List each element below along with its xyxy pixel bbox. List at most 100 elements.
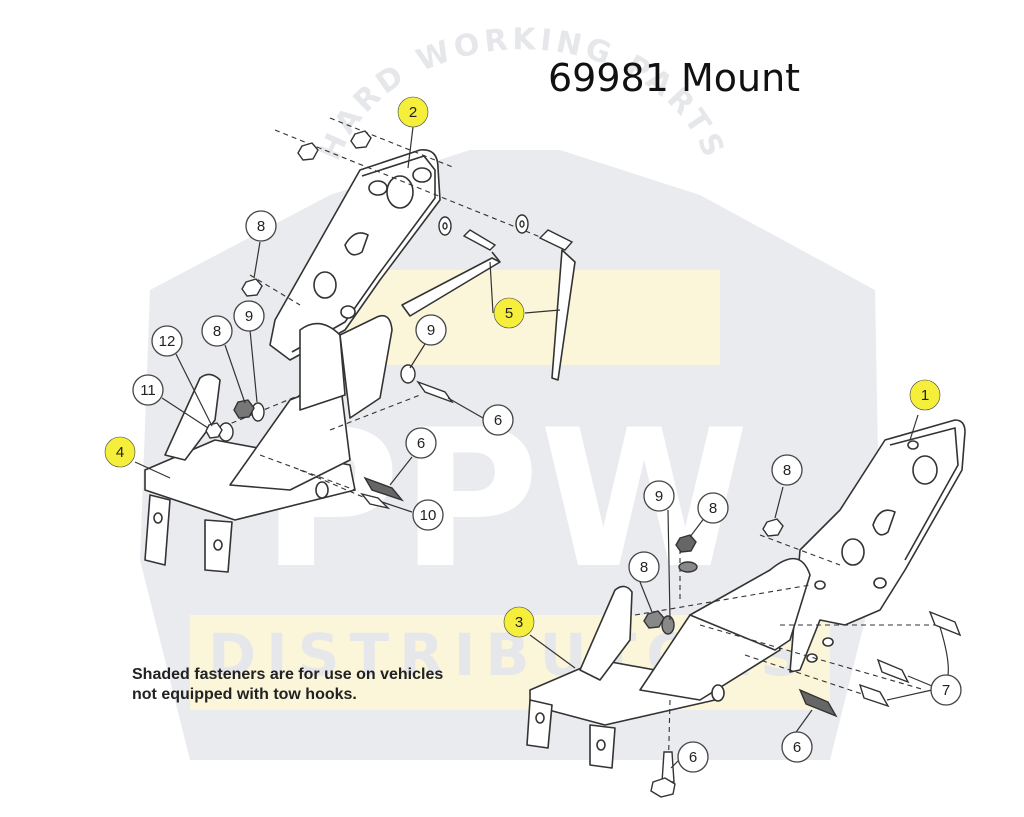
callout-c10: 10 bbox=[412, 499, 444, 531]
bracket-4-flange bbox=[339, 314, 393, 419]
callout-c9a: 9 bbox=[233, 300, 265, 332]
washer-hole bbox=[442, 222, 448, 230]
callout-c6b: 6 bbox=[405, 427, 437, 459]
callout-label: 8 bbox=[709, 500, 717, 517]
callout-label: 9 bbox=[245, 308, 253, 325]
callout-c8d: 8 bbox=[697, 492, 729, 524]
assembly-lines bbox=[214, 117, 935, 781]
plate-2-hole-1 bbox=[368, 180, 388, 196]
nut-shaded-icon bbox=[233, 399, 255, 419]
callout-c8a: 8 bbox=[245, 210, 277, 242]
callout-label: 5 bbox=[505, 305, 513, 322]
pin-icon bbox=[462, 229, 497, 251]
bolt-head-icon bbox=[650, 777, 676, 798]
callout-circle bbox=[628, 551, 660, 583]
callout-c6a: 6 bbox=[482, 404, 514, 436]
bracket-3-web bbox=[689, 557, 811, 651]
callout-label: 6 bbox=[417, 435, 425, 452]
callout-c4: 4 bbox=[104, 436, 136, 468]
callout-circle bbox=[909, 379, 941, 411]
leader-lines bbox=[134, 126, 949, 769]
washer-icon bbox=[251, 402, 265, 422]
callout-label: 8 bbox=[783, 462, 791, 479]
plate-1-hole-4 bbox=[873, 577, 887, 589]
plate-1-hole-6 bbox=[822, 637, 834, 647]
plate-1-hole-2 bbox=[907, 440, 919, 450]
callout-circle bbox=[643, 480, 675, 512]
bolt-icon bbox=[858, 683, 890, 708]
callout-label: 8 bbox=[640, 559, 648, 576]
callout-circle bbox=[415, 314, 447, 346]
callout-label: 12 bbox=[159, 333, 176, 350]
callout-c11: 11 bbox=[132, 374, 164, 406]
bolt-icon bbox=[360, 492, 391, 510]
callout-c12: 12 bbox=[151, 325, 183, 357]
callout-circle bbox=[233, 300, 265, 332]
callout-c7: 7 bbox=[930, 674, 962, 706]
nut-icon bbox=[205, 422, 223, 439]
bolt-icon bbox=[661, 751, 675, 783]
callout-label: 11 bbox=[140, 382, 156, 399]
nut-icon bbox=[350, 130, 372, 149]
callout-label: 7 bbox=[942, 682, 950, 699]
callout-c6c: 6 bbox=[781, 731, 813, 763]
callout-c9c: 9 bbox=[643, 480, 675, 512]
bracket-4-leg-left bbox=[144, 494, 171, 566]
bracket-4-hole bbox=[213, 539, 223, 551]
bracket-3-boss bbox=[711, 684, 725, 702]
callout-circle bbox=[245, 210, 277, 242]
callout-label: 9 bbox=[427, 322, 435, 339]
washer-shaded-icon bbox=[661, 615, 675, 635]
shaded-fasteners-note: Shaded fasteners are for use on vehicles… bbox=[132, 665, 443, 705]
callout-circle bbox=[503, 606, 535, 638]
callout-label: 8 bbox=[257, 218, 265, 235]
callout-label: 6 bbox=[793, 739, 801, 756]
plate-1-hole-1 bbox=[912, 455, 938, 485]
bolt-icon bbox=[538, 229, 574, 251]
callout-circle bbox=[405, 427, 437, 459]
note-line-2: not equipped with tow hooks. bbox=[132, 686, 357, 703]
callout-c5: 5 bbox=[493, 297, 525, 329]
plate-1-hole-3 bbox=[841, 538, 865, 566]
bracket-3-hole bbox=[535, 712, 545, 724]
callout-label: 8 bbox=[213, 323, 221, 340]
callout-circle bbox=[930, 674, 962, 706]
callout-c2: 2 bbox=[397, 96, 429, 128]
callout-circle bbox=[771, 454, 803, 486]
callout-c8e: 8 bbox=[628, 551, 660, 583]
callout-circle bbox=[697, 492, 729, 524]
washer-shaded-icon bbox=[678, 561, 698, 573]
bolt-shaded-icon bbox=[363, 476, 405, 502]
plate-2-hole-2 bbox=[412, 167, 432, 183]
callout-circle bbox=[151, 325, 183, 357]
bolt-icon bbox=[416, 380, 454, 404]
callout-circle bbox=[677, 741, 709, 773]
nut-icon bbox=[762, 518, 784, 537]
callout-c3: 3 bbox=[503, 606, 535, 638]
plate-1-hole-5 bbox=[814, 580, 826, 590]
callout-label: 9 bbox=[655, 488, 663, 505]
plate-1-hole-7 bbox=[806, 653, 818, 663]
note-line-1: Shaded fasteners are for use on vehicles bbox=[132, 666, 444, 683]
bracket-4-web bbox=[299, 322, 346, 411]
callout-label: 6 bbox=[689, 749, 697, 766]
plate-2-hole-4 bbox=[313, 271, 337, 299]
plate-2-hole-5 bbox=[340, 305, 356, 319]
nut-icon bbox=[241, 278, 263, 297]
bolt-shaded-icon bbox=[798, 688, 838, 718]
callout-c9b: 9 bbox=[415, 314, 447, 346]
washer-icon bbox=[400, 364, 416, 384]
bracket-4-boss bbox=[315, 481, 329, 499]
callout-circle bbox=[482, 404, 514, 436]
callout-circle bbox=[132, 374, 164, 406]
callout-label: 1 bbox=[921, 387, 929, 404]
plate-2-hole-3 bbox=[386, 175, 414, 209]
nut-shaded-icon bbox=[643, 610, 665, 629]
callout-label: 3 bbox=[515, 614, 523, 631]
bracket-4-hole bbox=[153, 512, 163, 524]
callout-label: 4 bbox=[116, 444, 124, 461]
fasteners bbox=[205, 130, 962, 798]
callout-c1: 1 bbox=[909, 379, 941, 411]
nut-shaded-icon bbox=[675, 534, 697, 553]
